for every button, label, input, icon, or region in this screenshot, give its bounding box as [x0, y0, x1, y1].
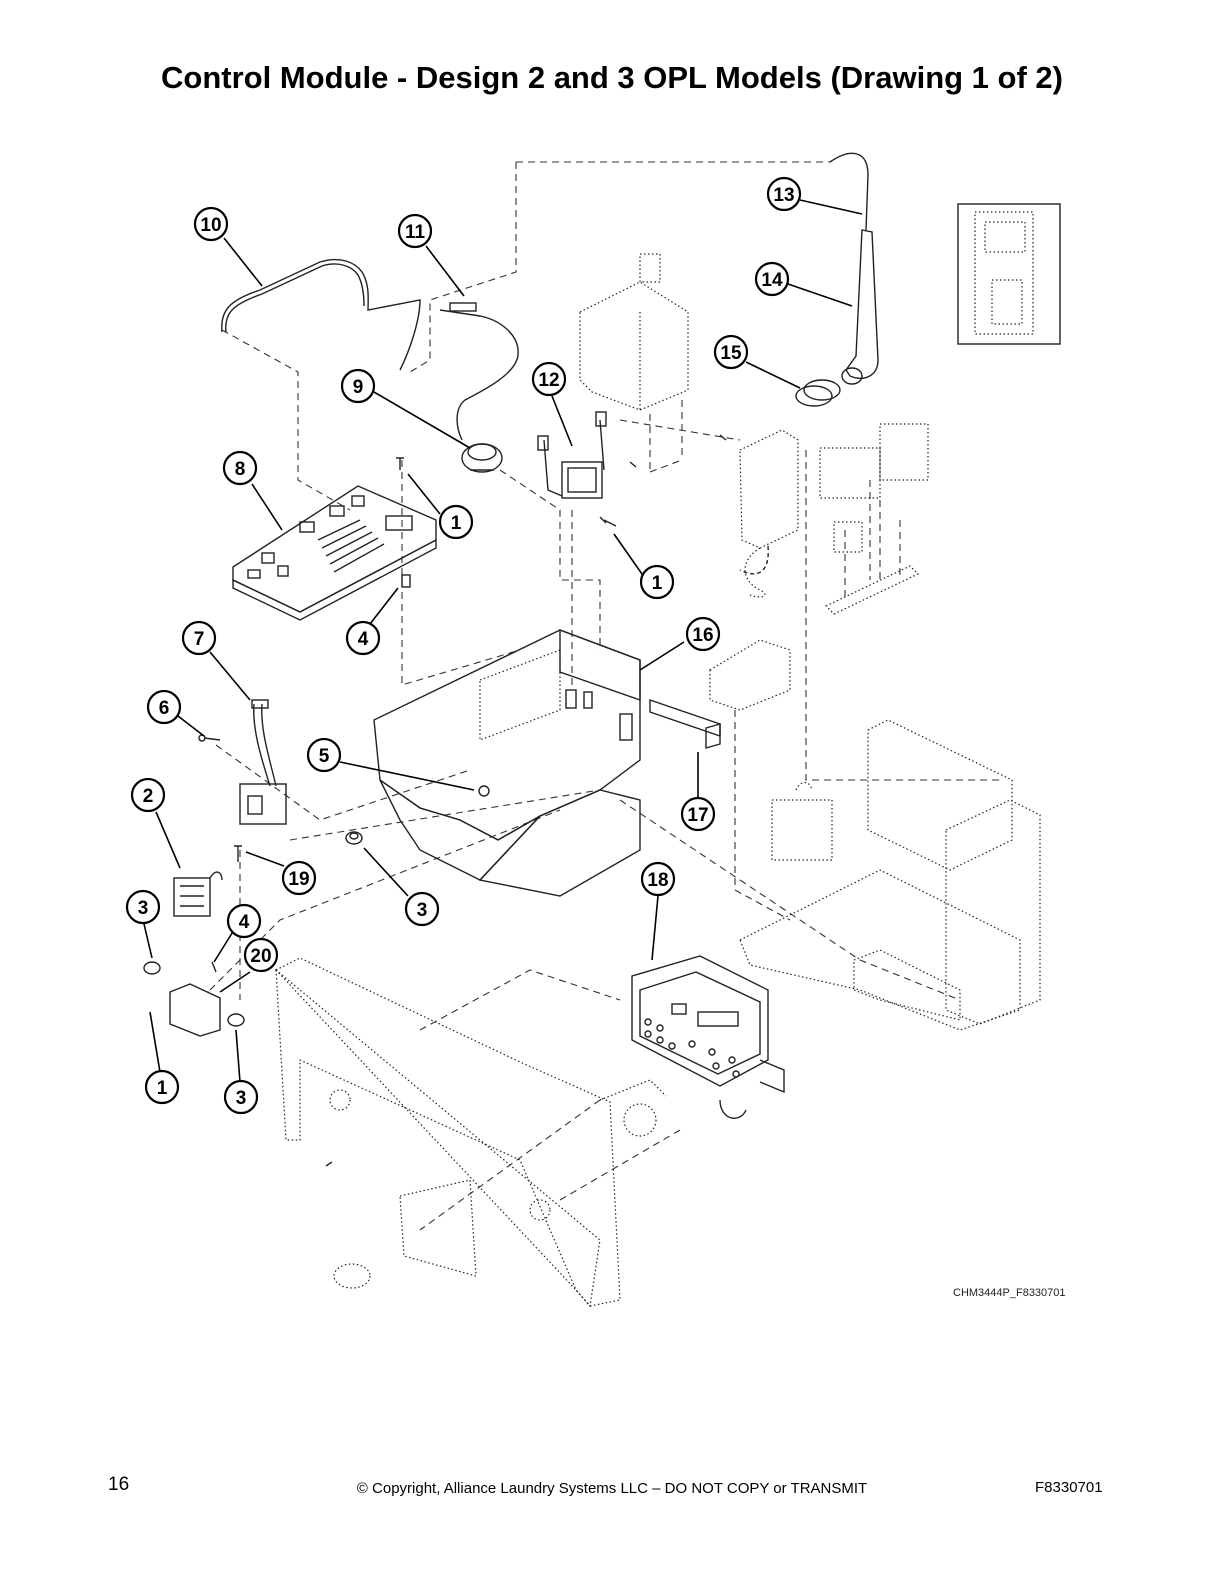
svg-text:12: 12 — [538, 370, 559, 391]
display-panel-part-18 — [631, 955, 785, 1119]
right-frame-dotted — [709, 639, 1041, 1031]
screws-and-clips — [396, 434, 727, 588]
callout-1: 1 — [144, 1069, 180, 1105]
svg-text:1: 1 — [157, 1078, 168, 1099]
callout-16: 16 — [685, 616, 721, 652]
svg-text:20: 20 — [250, 946, 271, 967]
callout-7: 7 — [181, 620, 217, 656]
svg-text:10: 10 — [200, 215, 221, 236]
page-title: Control Module - Design 2 and 3 OPL Mode… — [161, 60, 1063, 95]
callout-18: 18 — [640, 861, 676, 897]
callout-1: 1 — [639, 564, 675, 600]
callout-3: 3 — [125, 889, 161, 925]
svg-text:4: 4 — [239, 912, 250, 933]
callout-6: 6 — [146, 689, 182, 725]
svg-text:1: 1 — [652, 573, 663, 594]
grommet-part-5 — [478, 785, 490, 797]
svg-text:7: 7 — [194, 629, 205, 650]
svg-text:6: 6 — [159, 698, 170, 719]
document-id: F8330701 — [1035, 1479, 1103, 1496]
front-console-dotted — [275, 957, 667, 1308]
chassis-part-16 — [373, 628, 641, 897]
callout-8: 8 — [222, 450, 258, 486]
hose-part-11 — [439, 302, 519, 441]
relay-module-dotted — [579, 253, 689, 473]
callout-3: 3 — [404, 891, 440, 927]
svg-text:16: 16 — [692, 625, 713, 646]
callout-4: 4 — [345, 620, 381, 656]
callout-11: 11 — [397, 213, 433, 249]
callout-20: 20 — [243, 937, 279, 973]
harness-part-7 — [239, 699, 287, 825]
callout-3: 3 — [223, 1079, 259, 1115]
svg-text:17: 17 — [687, 805, 708, 826]
svg-text:3: 3 — [236, 1088, 247, 1109]
transformer-part-12 — [537, 411, 607, 499]
svg-text:1: 1 — [451, 513, 462, 534]
callout-9: 9 — [340, 368, 376, 404]
bracket-part-17 — [649, 699, 721, 749]
callout-12: 12 — [531, 361, 567, 397]
bushing-part-3 — [345, 831, 363, 845]
copyright-notice: © Copyright, Alliance Laundry Systems LL… — [356, 1480, 868, 1497]
svg-text:19: 19 — [288, 869, 309, 890]
svg-text:3: 3 — [417, 900, 428, 921]
svg-text:4: 4 — [358, 629, 369, 650]
callouts: 10 11 13 14 15 12 9 8 1 1 4 7 16 6 5 2 1… — [125, 176, 802, 1115]
callout-5: 5 — [306, 737, 342, 773]
svg-text:3: 3 — [138, 898, 149, 919]
strain-relief-part-14 — [845, 229, 879, 379]
bushing-part-15 — [795, 367, 863, 407]
screw-part-6 — [198, 734, 221, 742]
sensor-part-2 — [173, 871, 223, 917]
svg-text:2: 2 — [143, 786, 154, 807]
cord-part-13 — [829, 152, 869, 231]
reference-inset — [957, 203, 1061, 345]
callout-10: 10 — [193, 206, 229, 242]
svg-text:5: 5 — [319, 746, 330, 767]
figure-reference: CHM3444P_F8330701 — [953, 1287, 1066, 1299]
pin-part-19 — [234, 845, 242, 862]
callout-17: 17 — [680, 796, 716, 832]
callout-19: 19 — [281, 860, 317, 896]
svg-text:9: 9 — [353, 377, 364, 398]
callout-15: 15 — [713, 334, 749, 370]
contactors-dotted — [819, 423, 929, 615]
callout-4: 4 — [226, 903, 262, 939]
svg-text:18: 18 — [647, 870, 668, 891]
svg-text:13: 13 — [773, 185, 794, 206]
page-number: 16 — [108, 1474, 130, 1495]
leader-arrows — [143, 199, 863, 1083]
callout-2: 2 — [130, 777, 166, 813]
callout-1: 1 — [438, 504, 474, 540]
pressure-switch-part-9 — [461, 443, 503, 473]
callout-14: 14 — [754, 261, 790, 297]
harness-part-10 — [221, 258, 421, 371]
bracket-part-20 — [143, 961, 245, 1037]
svg-text:11: 11 — [405, 222, 426, 243]
assembly-guide-lines — [209, 161, 1000, 1231]
svg-text:14: 14 — [761, 270, 783, 291]
svg-text:8: 8 — [235, 459, 246, 480]
control-board-part-8 — [232, 485, 437, 621]
cord-bracket-dotted — [739, 429, 799, 598]
callout-13: 13 — [766, 176, 802, 212]
svg-text:15: 15 — [720, 343, 742, 364]
